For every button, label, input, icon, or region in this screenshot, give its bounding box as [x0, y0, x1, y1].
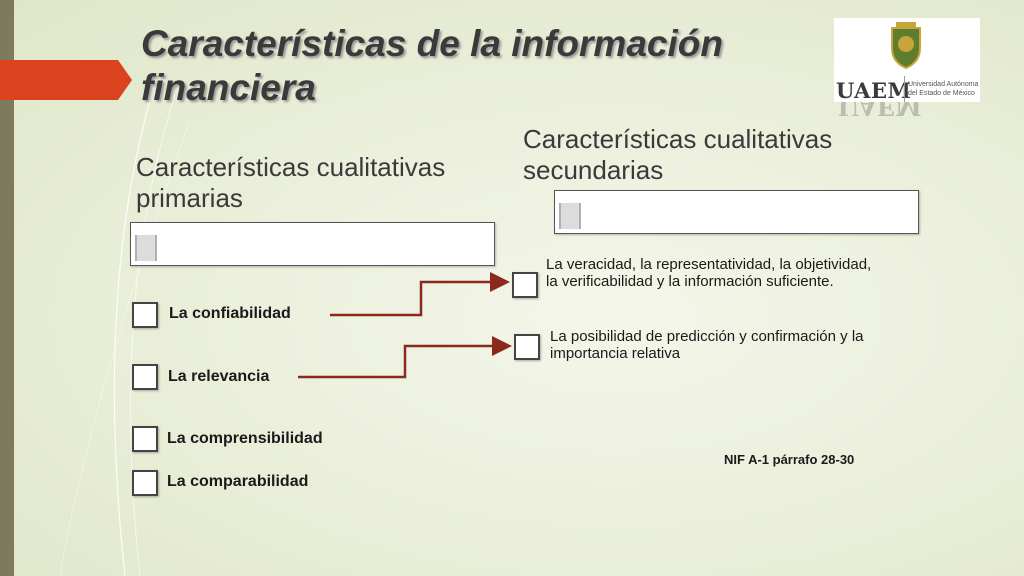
- bar-tab-icon: [559, 203, 581, 229]
- primary-heading: Características cualitativas primarias: [136, 152, 446, 213]
- title-accent-arrow: [0, 60, 132, 100]
- secondary-heading: Características cualitativas secundarias: [523, 124, 833, 185]
- item-prediccion: La posibilidad de predicción y confirmac…: [550, 328, 864, 362]
- primary-header-bar: [130, 222, 495, 266]
- university-logo: UAEM Universidad Autónoma del Estado de …: [834, 18, 980, 103]
- checkbox-comparabilidad[interactable]: [132, 470, 158, 496]
- connector-relevancia: [298, 336, 512, 379]
- checkbox-veracidad[interactable]: [512, 272, 538, 298]
- checkbox-confiabilidad[interactable]: [132, 302, 158, 328]
- item-relevancia: La relevancia: [168, 368, 270, 385]
- item-confiabilidad: La confiabilidad: [169, 305, 291, 322]
- item-comprensibilidad: La comprensibilidad: [167, 430, 323, 447]
- reference-note: NIF A-1 párrafo 28-30: [724, 452, 855, 467]
- logo-separator: [904, 76, 905, 102]
- bar-tab-icon: [135, 235, 157, 261]
- logo-wordmark: UAEM: [836, 78, 912, 103]
- crest-icon: [891, 22, 921, 70]
- item-veracidad: La veracidad, la representatividad, la o…: [546, 256, 872, 290]
- item-comparabilidad: La comparabilidad: [167, 473, 309, 490]
- checkbox-comprensibilidad[interactable]: [132, 426, 158, 452]
- checkbox-prediccion[interactable]: [514, 334, 540, 360]
- logo-university-name: Universidad Autónoma del Estado de Méxic…: [908, 81, 979, 97]
- connector-confiabilidad: [330, 272, 510, 317]
- left-side-bar: [0, 0, 14, 576]
- secondary-header-bar: [554, 190, 919, 234]
- checkbox-relevancia[interactable]: [132, 364, 158, 390]
- slide-title: Características de la información financ…: [141, 23, 723, 108]
